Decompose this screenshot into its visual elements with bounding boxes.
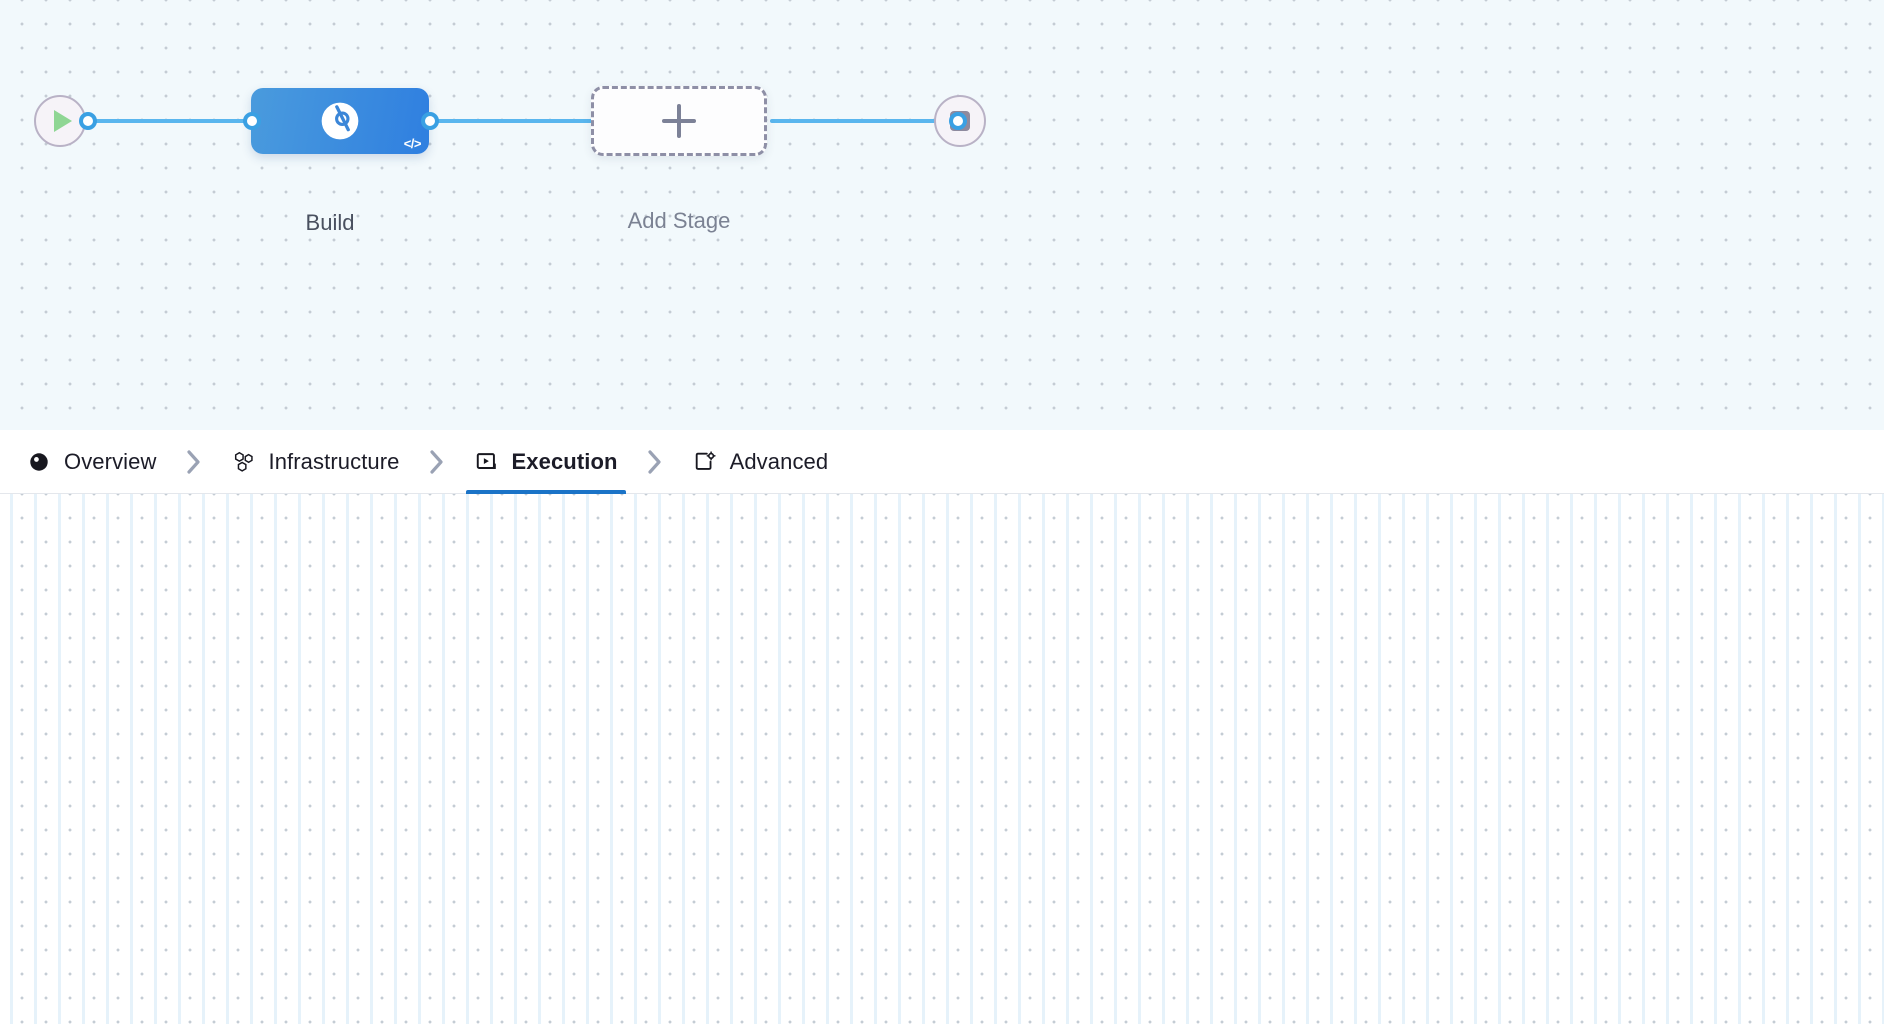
tab-infrastructure[interactable]: Infrastructure [223,430,408,493]
infrastructure-icon [231,449,257,475]
harness-build-icon [321,102,359,140]
tab-overview[interactable]: Overview [18,430,165,493]
stage-wire-build-add [420,119,600,123]
chevron-right-icon [165,430,223,493]
overview-icon [26,449,52,475]
stage-build-output-dot[interactable] [421,112,439,130]
stage-start-connector-dot[interactable] [79,112,97,130]
advanced-icon [692,449,718,475]
tab-infrastructure-label: Infrastructure [268,448,400,474]
execution-icon [474,449,500,475]
tab-advanced[interactable]: Advanced [684,430,837,493]
chevron-right-icon [626,430,684,493]
tab-overview-label: Overview [64,448,157,474]
stage-node-build-label: Build [305,210,355,235]
plus-icon [662,104,696,138]
stage-end-connector-dot[interactable] [949,112,967,130]
code-badge: </> [403,136,422,151]
tab-execution[interactable]: Execution [465,430,626,494]
step-canvas[interactable]: </> Background </> Run [0,494,1884,1024]
stage-start-node[interactable] [34,95,86,147]
add-stage-button[interactable] [591,86,767,156]
tab-execution-label: Execution [511,448,618,474]
add-stage-label: Add Stage [627,208,731,233]
stage-node-build[interactable]: </> [251,88,429,154]
stage-wire-add-end [770,119,960,123]
stage-canvas[interactable]: </> Build Add Stage [0,0,1884,430]
play-icon [54,110,72,132]
stage-config-tabbar: Overview Infrastructure [0,430,1884,494]
stage-wire-start-build [60,119,256,123]
chevron-right-icon [408,430,466,493]
stage-build-input-dot[interactable] [243,112,261,130]
tab-advanced-label: Advanced [729,448,829,474]
